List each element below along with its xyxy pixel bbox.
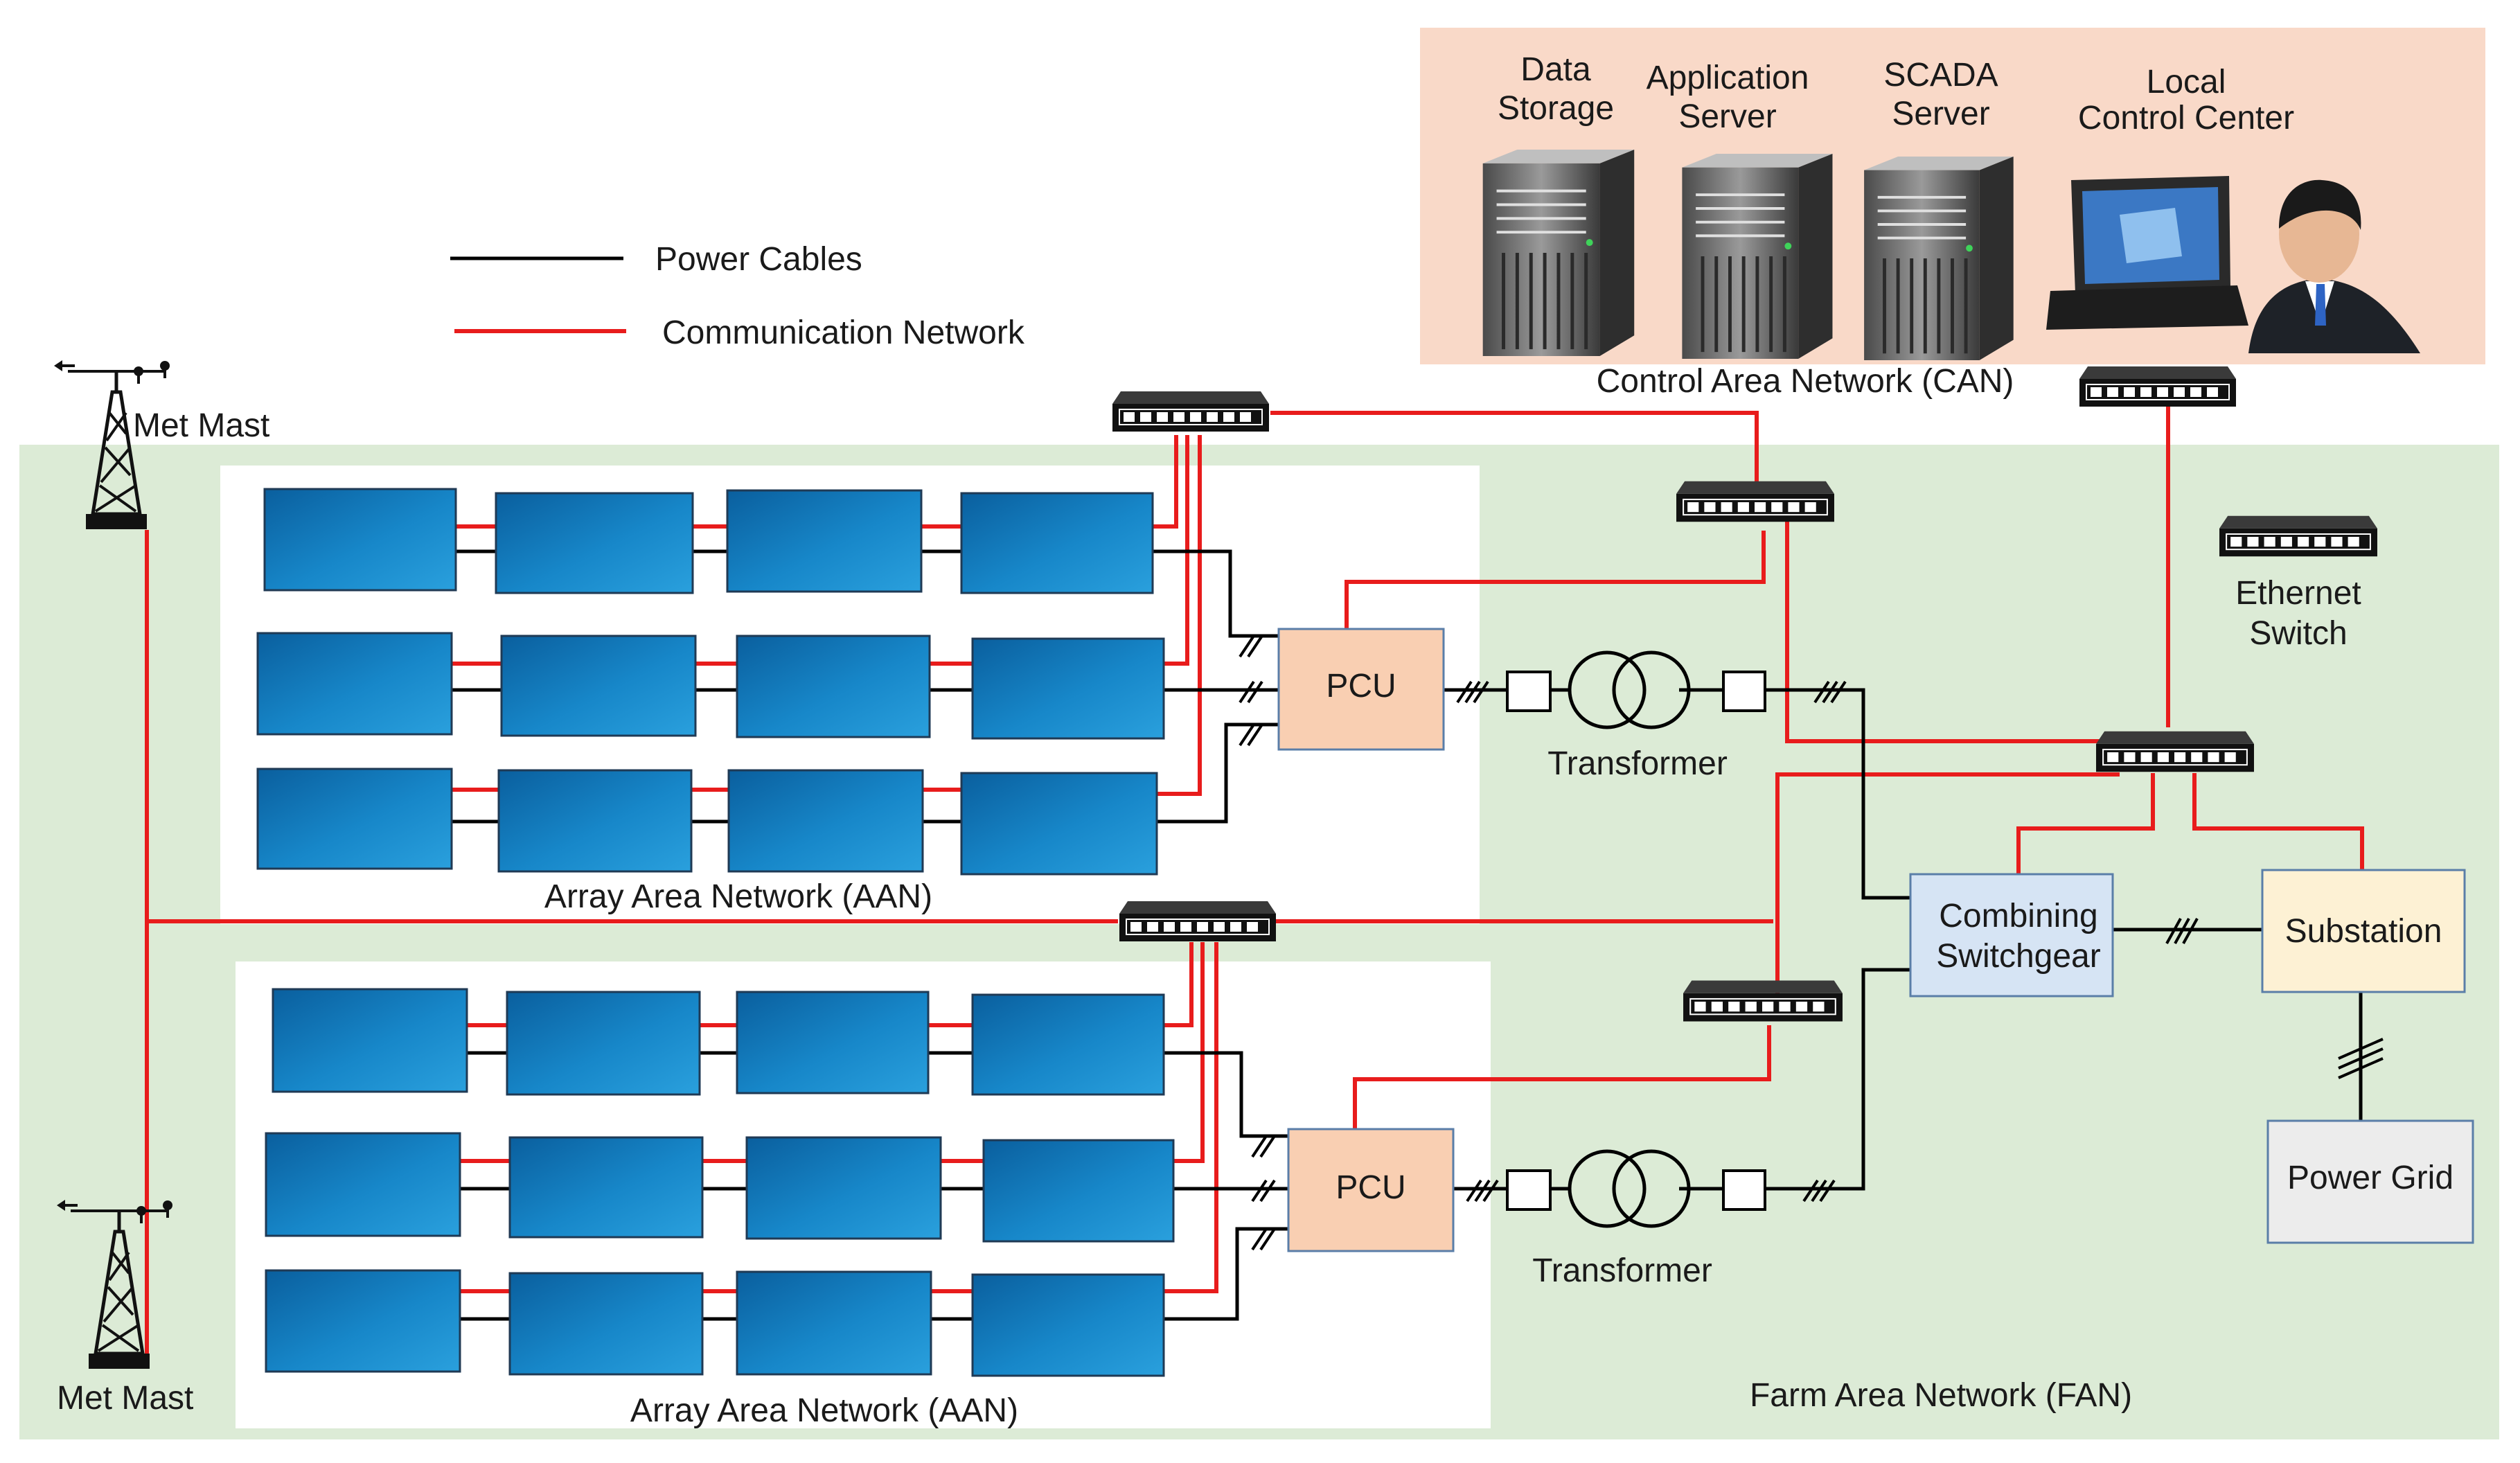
local-control-center-line2: Control Center [2078, 100, 2294, 136]
power-network [452, 549, 2384, 1321]
combining-switchgear-line1: Combining [1939, 898, 2097, 934]
transformer-bottom: Transformer [1506, 1149, 1766, 1289]
ethernet-switch-icon [1675, 480, 1836, 523]
operator-person-icon [2248, 179, 2420, 353]
fan-title: Farm Area Network (FAN) [1750, 1377, 2132, 1414]
aan-bottom-title: Array Area Network (AAN) [630, 1392, 1018, 1429]
pcu-top-label: PCU [1326, 668, 1396, 704]
ethernet-switch-icon [1118, 900, 1277, 943]
combining-switchgear: Combining Switchgear [1909, 873, 2114, 998]
pcu-bottom: PCU [1287, 1128, 1455, 1252]
communication-network [145, 384, 2364, 1361]
solar-panel [971, 1273, 1165, 1377]
met-mast-bottom-label: Met Mast [57, 1380, 193, 1417]
solar-panel [500, 635, 697, 737]
application-server-line1: Application [1647, 60, 1809, 96]
pcu-bottom-label: PCU [1336, 1169, 1405, 1206]
combining-switchgear-box [1909, 873, 2114, 998]
solar-panel [265, 1269, 461, 1373]
solar-panel [495, 492, 694, 594]
transformer-icon [1568, 1149, 1647, 1228]
ethernet-switch-icon [1682, 979, 1844, 1022]
ethernet-switch-label-line2: Switch [2249, 615, 2347, 652]
substation: Substation [2261, 869, 2466, 993]
solar-panel [736, 635, 931, 738]
ethernet-switch-icon [2095, 730, 2255, 773]
aan-top-title: Array Area Network (AAN) [544, 878, 932, 915]
aan-bottom-panels [265, 988, 1175, 1377]
ethernet-switch-icon [1111, 390, 1270, 433]
solar-panel [508, 1272, 704, 1376]
solar-panel [736, 1270, 932, 1376]
substation-label: Substation [2285, 913, 2442, 950]
solar-panel [256, 768, 453, 870]
data-storage-line2: Storage [1498, 90, 1614, 127]
aan-top-panels [256, 488, 1165, 876]
legend-power-label: Power Cables [655, 241, 862, 278]
ethernet-switch-label-line1: Ethernet [2235, 575, 2361, 612]
solar-panel [497, 769, 693, 873]
solar-panel [971, 993, 1165, 1096]
terminal-box [1506, 1169, 1552, 1211]
pcu-bottom-box [1287, 1128, 1455, 1252]
can-labels: Data Storage Application Server SCADA Se… [1498, 51, 2294, 400]
application-server-line2: Server [1678, 98, 1776, 135]
solar-panel [745, 1136, 942, 1240]
solar-panel [982, 1139, 1175, 1243]
power-grid-box [2266, 1119, 2474, 1244]
ethernet-switch-icon [2078, 365, 2237, 408]
pcu-top: PCU [1277, 628, 1445, 751]
solar-panel [960, 772, 1158, 876]
ethernet-switch-icon [2218, 515, 2379, 558]
met-mast-top-label: Met Mast [133, 407, 269, 444]
scada-server-line1: SCADA [1883, 57, 1998, 94]
solar-panel [508, 1136, 704, 1239]
solar-panel [736, 991, 930, 1094]
power-grid: Power Grid [2266, 1119, 2474, 1244]
power-grid-label: Power Grid [2287, 1160, 2454, 1196]
solar-panel [256, 632, 453, 736]
substation-box [2261, 869, 2466, 993]
touchscreen-terminal-icon [2046, 176, 2248, 330]
server-tower-icon [1483, 150, 1635, 356]
transformer-bottom-label: Transformer [1532, 1252, 1712, 1289]
solar-panel [727, 769, 924, 873]
legend-communication-label: Communication Network [662, 314, 1025, 351]
transformer-top-label: Transformer [1547, 745, 1728, 782]
combining-switchgear-line2: Switchgear [1936, 938, 2100, 975]
transformer-icon [1612, 1149, 1691, 1228]
solar-panel [971, 637, 1165, 740]
solar-panel [263, 488, 457, 592]
solar-panel [506, 991, 701, 1096]
transformer-icon [1568, 650, 1647, 729]
local-control-center-line1: Local [2147, 64, 2226, 100]
legend: Power Cables Communication Network [450, 241, 1025, 351]
scada-server-line2: Server [1892, 96, 1989, 132]
transformer-top: Transformer [1506, 650, 1766, 782]
data-storage-line1: Data [1520, 51, 1591, 88]
solar-panel [272, 988, 468, 1093]
transformer-icon [1612, 650, 1691, 729]
server-tower-icon [1864, 157, 2014, 360]
server-tower-icon [1682, 154, 1832, 359]
solar-panel [265, 1132, 461, 1237]
terminal-box [1722, 671, 1766, 712]
solar-panel [726, 489, 923, 593]
solar-panel [960, 492, 1154, 594]
terminal-box [1722, 1169, 1766, 1211]
can-title: Control Area Network (CAN) [1597, 363, 2014, 400]
pcu-top-box [1277, 628, 1445, 751]
terminal-box [1506, 671, 1552, 712]
